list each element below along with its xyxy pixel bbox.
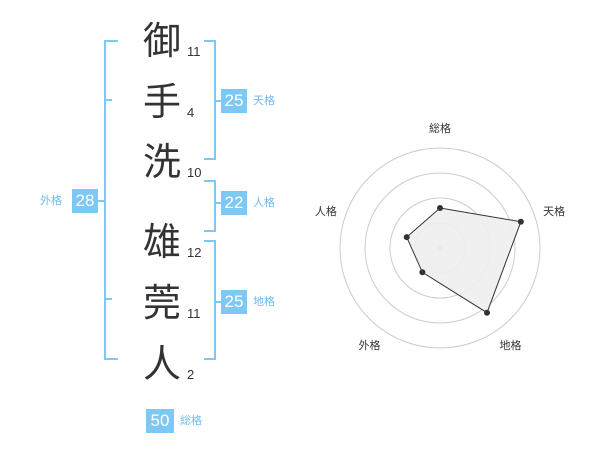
jinkaku-label: 人格 xyxy=(253,196,275,209)
radar-grid-ring xyxy=(339,147,541,349)
chikaku-bracket xyxy=(204,240,216,360)
name-char-2: 手 xyxy=(142,80,181,124)
gaikaku-bracket-tick xyxy=(104,298,112,300)
stroke-count-2: 4 xyxy=(187,105,195,120)
radar-axis-label-4: 外格 xyxy=(358,338,380,352)
chikaku-value-badge: 25 xyxy=(221,290,247,314)
radar-point-4 xyxy=(419,269,426,276)
radar-axis-label-3: 地格 xyxy=(500,338,522,352)
gaikaku-value-badge: 28 xyxy=(72,189,98,213)
tenkaku-bracket-connector xyxy=(216,100,221,102)
jinkaku-value-badge: 22 xyxy=(221,191,247,215)
name-char-6: 人 xyxy=(142,342,181,386)
radar-series-polygon xyxy=(406,207,522,314)
gaikaku-label: 外格 xyxy=(40,194,62,207)
stroke-count-3: 10 xyxy=(187,165,202,180)
chikaku-label: 地格 xyxy=(253,295,275,308)
stroke-count-1: 11 xyxy=(187,44,201,59)
chikaku-bracket-connector xyxy=(216,301,221,303)
gaikaku-bracket xyxy=(104,40,118,360)
name-char-1: 御 xyxy=(142,19,181,63)
jinkaku-bracket xyxy=(204,180,216,232)
tenkaku-bracket xyxy=(204,40,216,160)
soukaku-label: 総格 xyxy=(180,414,202,427)
jinkaku-bracket-connector xyxy=(216,202,221,204)
tenkaku-value-badge: 25 xyxy=(221,89,247,113)
radar-point-2 xyxy=(517,218,524,225)
radar-point-5 xyxy=(403,234,410,241)
radar-grid-ring xyxy=(364,172,516,324)
tenkaku-label: 天格 xyxy=(253,94,275,107)
gaikaku-bracket-tick xyxy=(104,99,112,101)
name-char-5: 莞 xyxy=(142,281,181,325)
stroke-count-5: 11 xyxy=(187,306,201,321)
radar-axis-label-1: 総格 xyxy=(429,121,451,135)
radar-axis-label-5: 人格 xyxy=(315,204,337,218)
name-char-4: 雄 xyxy=(142,220,181,264)
gaikaku-bracket-connector xyxy=(98,200,104,202)
stroke-count-6: 2 xyxy=(187,367,195,382)
radar-point-1 xyxy=(437,205,443,211)
radar-axis-label-2: 天格 xyxy=(543,204,565,218)
name-char-3: 洗 xyxy=(142,140,181,184)
soukaku-value-badge: 50 xyxy=(146,409,174,433)
radar-point-3 xyxy=(484,309,491,316)
stroke-count-4: 12 xyxy=(187,245,202,260)
